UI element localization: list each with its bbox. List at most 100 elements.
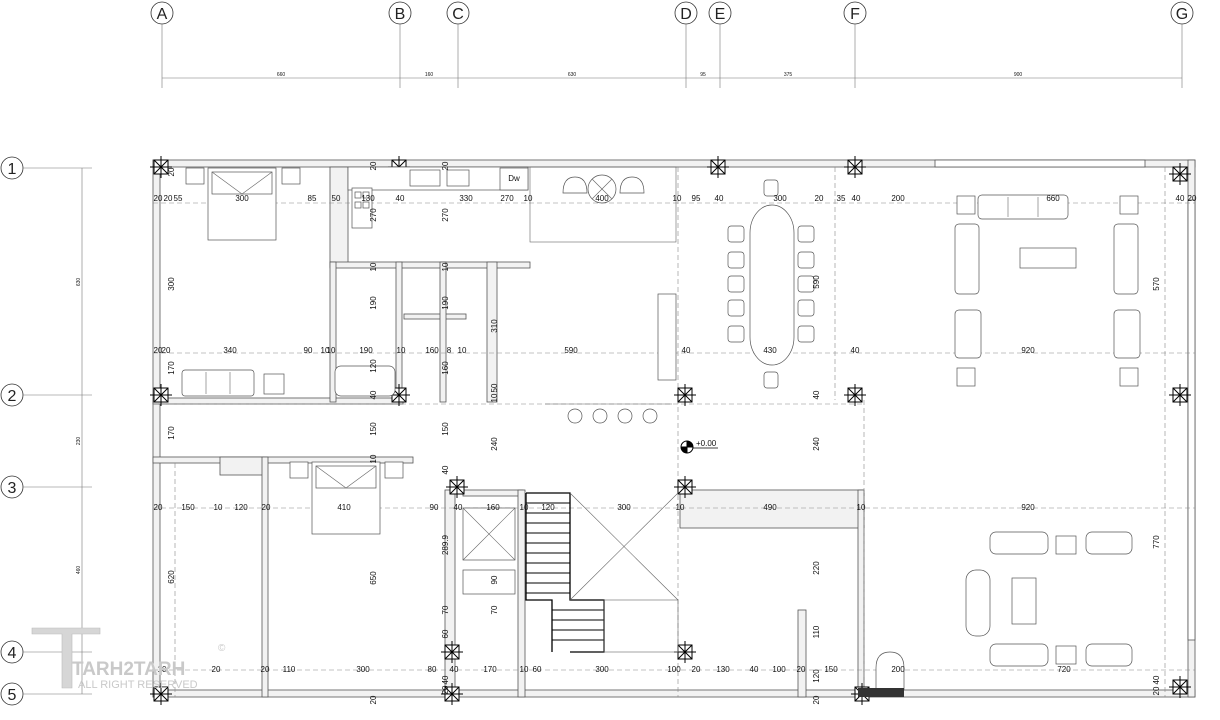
kitchen-counter-top: Dw xyxy=(347,166,529,229)
svg-text:40: 40 xyxy=(369,390,378,399)
structural-columns xyxy=(150,156,1191,705)
svg-text:40: 40 xyxy=(1152,675,1161,684)
lower-living-room xyxy=(858,531,1133,697)
vertical-dimension-labels: 20 270 270 20 20 10 10 300 190 190 310 5… xyxy=(167,161,1161,704)
svg-text:20: 20 xyxy=(812,695,821,704)
svg-text:570: 570 xyxy=(1152,277,1161,291)
svg-text:270: 270 xyxy=(500,194,514,203)
row2-dimension-labels: 20 20 340 90 10 10 190 10 160 8 10 590 4… xyxy=(154,346,1036,355)
svg-text:D: D xyxy=(680,6,692,23)
svg-text:20: 20 xyxy=(441,161,450,170)
svg-text:270: 270 xyxy=(441,208,450,222)
reference-dashed-lines xyxy=(153,167,1195,697)
grid-bubble-f: F xyxy=(843,1,867,25)
watermark: TARH2TARH ALL RIGHT RESERVED © xyxy=(31,627,226,691)
svg-text:20: 20 xyxy=(815,194,824,203)
svg-text:150: 150 xyxy=(824,665,838,674)
svg-text:20: 20 xyxy=(162,346,171,355)
svg-text:10: 10 xyxy=(524,194,533,203)
svg-text:70: 70 xyxy=(490,605,499,614)
svg-text:300: 300 xyxy=(356,665,370,674)
svg-text:20: 20 xyxy=(1152,686,1161,695)
svg-text:120: 120 xyxy=(234,503,248,512)
svg-text:170: 170 xyxy=(167,361,176,375)
svg-text:1: 1 xyxy=(8,161,17,178)
svg-text:35: 35 xyxy=(837,194,846,203)
svg-text:190: 190 xyxy=(441,296,450,310)
svg-text:200: 200 xyxy=(891,194,905,203)
bedroom-sofa xyxy=(181,365,396,397)
svg-text:C: C xyxy=(452,6,464,23)
round-table-chairs xyxy=(529,166,677,243)
interior-walls xyxy=(152,166,865,698)
svg-text:40: 40 xyxy=(441,675,450,684)
svg-text:50: 50 xyxy=(490,383,499,392)
svg-text:375: 375 xyxy=(784,72,793,78)
svg-text:F: F xyxy=(850,6,860,23)
svg-text:289.9: 289.9 xyxy=(441,534,450,555)
watermark-logo-icon xyxy=(31,627,101,689)
svg-text:90: 90 xyxy=(430,503,439,512)
bar-stools xyxy=(545,293,677,424)
svg-text:20: 20 xyxy=(154,346,163,355)
svg-text:900: 900 xyxy=(1014,72,1023,78)
svg-text:3: 3 xyxy=(8,480,17,497)
svg-text:170: 170 xyxy=(167,426,176,440)
svg-text:20: 20 xyxy=(369,161,378,170)
svg-text:660: 660 xyxy=(1046,194,1060,203)
grid-bubble-d: D xyxy=(674,1,698,25)
svg-text:10: 10 xyxy=(490,393,499,402)
bed-master xyxy=(185,167,301,241)
svg-text:40: 40 xyxy=(750,665,759,674)
svg-text:170: 170 xyxy=(483,665,497,674)
svg-text:50: 50 xyxy=(332,194,341,203)
svg-text:70: 70 xyxy=(441,605,450,614)
svg-text:20: 20 xyxy=(369,695,378,704)
svg-text:770: 770 xyxy=(1152,535,1161,549)
svg-text:2: 2 xyxy=(8,388,17,405)
grid-bubble-2: 2 xyxy=(0,383,24,407)
svg-text:130: 130 xyxy=(716,665,730,674)
row-grid-bubbles: 1 2 3 4 5 xyxy=(0,156,24,706)
left-dimension-labels: 630 230 460 xyxy=(76,278,82,575)
watermark-name: TARH2TARH xyxy=(72,659,185,680)
svg-text:10: 10 xyxy=(520,503,529,512)
watermark-copyright: © xyxy=(218,643,226,654)
svg-text:100: 100 xyxy=(772,665,786,674)
svg-text:20: 20 xyxy=(262,503,271,512)
svg-text:120: 120 xyxy=(541,503,555,512)
svg-text:95: 95 xyxy=(700,72,706,78)
svg-text:200: 200 xyxy=(891,665,905,674)
svg-text:60: 60 xyxy=(441,629,450,638)
svg-text:40: 40 xyxy=(450,665,459,674)
svg-text:40: 40 xyxy=(396,194,405,203)
svg-text:160: 160 xyxy=(425,72,434,78)
grid-bubble-5: 5 xyxy=(0,682,24,706)
svg-text:110: 110 xyxy=(283,665,296,674)
svg-text:240: 240 xyxy=(812,437,821,451)
svg-text:300: 300 xyxy=(235,194,249,203)
svg-text:590: 590 xyxy=(564,346,578,355)
column-grid-leaders xyxy=(161,24,1183,88)
svg-text:60: 60 xyxy=(533,665,542,674)
svg-text:590: 590 xyxy=(812,275,821,289)
grid-bubble-3: 3 xyxy=(0,475,24,499)
svg-text:5: 5 xyxy=(8,687,17,704)
svg-text:40: 40 xyxy=(851,346,860,355)
svg-text:40: 40 xyxy=(441,465,450,474)
svg-text:20: 20 xyxy=(797,665,806,674)
svg-text:150: 150 xyxy=(181,503,195,512)
watermark-rights: ALL RIGHT RESERVED xyxy=(78,679,198,691)
svg-text:130: 130 xyxy=(361,194,375,203)
svg-text:40: 40 xyxy=(715,194,724,203)
svg-text:10: 10 xyxy=(673,194,682,203)
svg-text:20: 20 xyxy=(154,503,163,512)
svg-text:720: 720 xyxy=(1057,665,1071,674)
svg-text:G: G xyxy=(1176,6,1188,23)
staircase xyxy=(525,492,679,653)
level-label: +0.00 xyxy=(696,439,717,448)
row1-dimension-labels: 20 20 55 300 85 50 130 40 330 270 10 400… xyxy=(154,194,1197,203)
svg-text:660: 660 xyxy=(277,72,286,78)
level-marker: +0.00 xyxy=(680,439,718,454)
svg-text:190: 190 xyxy=(369,296,378,310)
